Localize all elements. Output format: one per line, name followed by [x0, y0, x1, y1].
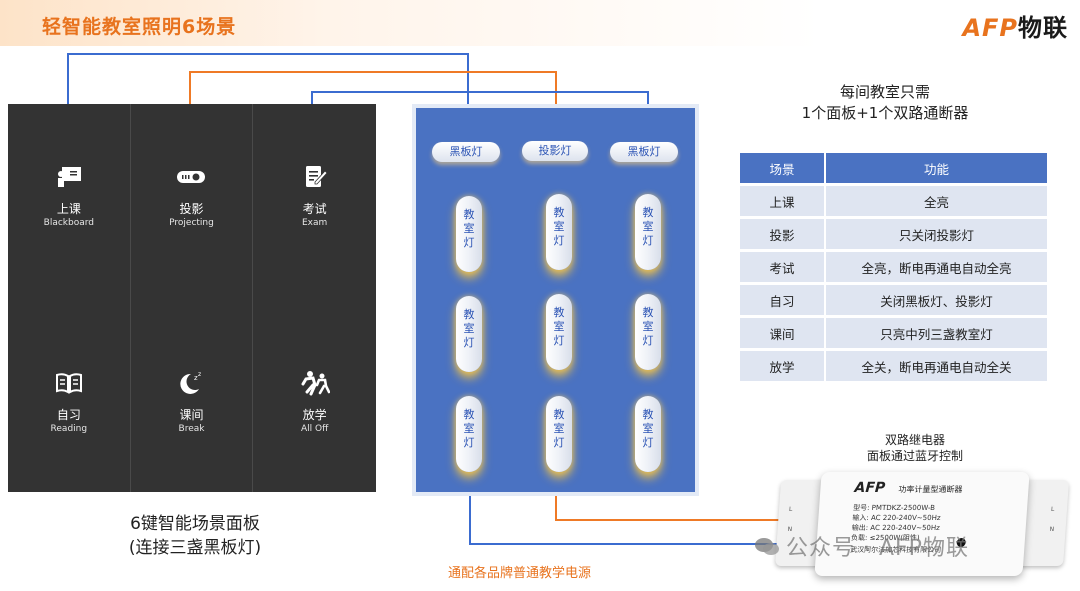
relay-input: 输入: AC 220-240V~50Hz: [852, 514, 941, 522]
key-label-cn: 上课: [56, 202, 81, 216]
key-label-cn: 考试: [302, 202, 327, 216]
table-header-scene: 场景: [740, 153, 826, 183]
table-cell-function: 只亮中列三盏教室灯: [826, 318, 1047, 348]
logo-mark: AFP: [962, 14, 1018, 42]
key-label-cn: 自习: [56, 408, 81, 422]
summary-line2: 1个面板+1个双路通断器: [801, 104, 969, 122]
table-cell-function: 只关闭投影灯: [826, 219, 1047, 249]
scene-switch-panel: 上课 Blackboard 投影 Projecting 考试 Exam 自习 R…: [8, 104, 376, 492]
table-cell-scene: 放学: [740, 351, 826, 381]
svg-text:z: z: [194, 374, 198, 382]
key-label-en: Blackboard: [43, 218, 94, 228]
table-cell-function: 全亮，断电再通电自动全亮: [826, 252, 1047, 282]
page-title: 轻智能教室照明6场景: [42, 16, 237, 38]
classroom-lamp: 教室灯: [456, 396, 482, 472]
relay-brand: AFP: [853, 480, 886, 496]
panel-caption-line2: (连接三盏黑板灯): [128, 538, 262, 558]
key-label-en: Exam: [302, 218, 328, 228]
key-exam[interactable]: 考试 Exam: [253, 104, 376, 298]
panel-caption-line1: 6键智能场景面板: [130, 514, 260, 534]
classroom-layout: 黑板灯 投影灯 黑板灯 教室灯 教室灯 教室灯 教室灯 教室灯 教室灯 教室灯 …: [412, 104, 699, 496]
classroom-lamp: 教室灯: [456, 196, 482, 272]
relay-name: 功率计量型通断器: [898, 485, 963, 494]
open-book-icon: [54, 368, 84, 398]
watermark: 公众号 · AFP物联: [754, 530, 969, 562]
key-label-cn: 课间: [179, 408, 204, 422]
relay-term-l: L: [788, 506, 793, 513]
panel-caption: 6键智能场景面板 (连接三盏黑板灯): [60, 512, 330, 560]
table-row: 课间只亮中列三盏教室灯: [740, 318, 1047, 348]
table-row: 投影只关闭投影灯: [740, 219, 1047, 249]
table-cell-scene: 考试: [740, 252, 826, 282]
table-cell-function: 全关，断电再通电自动全关: [826, 351, 1047, 381]
wire-blue-outer: [67, 53, 469, 104]
watermark-text: 公众号 · AFP物联: [786, 536, 969, 561]
table-cell-scene: 投影: [740, 219, 826, 249]
blackboard-teacher-icon: [54, 162, 84, 192]
blackboard-lamp-right: 黑板灯: [610, 142, 678, 162]
projector-icon: [176, 162, 206, 192]
table-cell-function: 关闭黑板灯、投影灯: [826, 285, 1047, 315]
summary-line1: 每间教室只需: [839, 83, 930, 101]
exam-paper-icon: [300, 162, 330, 192]
key-label-en: Reading: [50, 424, 88, 434]
classroom-lamp: 教室灯: [635, 396, 661, 472]
wire-orange-bottom: [555, 496, 812, 521]
relay-caption-line1: 双路继电器: [884, 433, 945, 447]
summary: 每间教室只需 1个面板+1个双路通断器: [760, 82, 1010, 124]
key-label-en: All Off: [301, 424, 329, 434]
classroom-lamp: 教室灯: [456, 296, 482, 372]
table-cell-scene: 自习: [740, 285, 826, 315]
projector-lamp: 投影灯: [522, 141, 588, 161]
classroom-lamp: 教室灯: [546, 194, 572, 270]
key-label-en: Projecting: [169, 218, 214, 228]
table-row: 考试全亮，断电再通电自动全亮: [740, 252, 1047, 282]
key-label-en: Break: [178, 424, 205, 434]
table-cell-scene: 课间: [740, 318, 826, 348]
relay-term-l: L: [1050, 506, 1055, 513]
relay-caption-line2: 面板通过蓝牙控制: [866, 449, 963, 463]
table-cell-function: 全亮: [826, 186, 1047, 216]
svg-text:z: z: [198, 371, 201, 378]
key-projecting[interactable]: 投影 Projecting: [131, 104, 254, 298]
key-reading[interactable]: 自习 Reading: [8, 298, 131, 492]
power-note: 通配各品牌普通教学电源: [448, 566, 592, 581]
table-cell-scene: 上课: [740, 186, 826, 216]
wire-blue-inner: [311, 91, 649, 104]
running-kids-icon: [300, 368, 330, 398]
classroom-lamp: 教室灯: [635, 294, 661, 370]
wechat-icon: [754, 537, 780, 557]
relay-caption: 双路继电器 面板通过蓝牙控制: [830, 432, 1000, 464]
key-all-off[interactable]: 放学 All Off: [253, 298, 376, 492]
key-label-cn: 放学: [302, 408, 327, 422]
classroom-lamp: 教室灯: [635, 194, 661, 270]
table-header-row: 场景 功能: [740, 153, 1047, 183]
table-row: 上课全亮: [740, 186, 1047, 216]
table-row: 自习关闭黑板灯、投影灯: [740, 285, 1047, 315]
wire-orange: [189, 71, 557, 104]
key-blackboard[interactable]: 上课 Blackboard: [8, 104, 131, 298]
relay-model: 型号: PMTDKZ-2500W-B: [852, 504, 936, 512]
logo-cn: 物联: [1018, 14, 1068, 42]
relay-term-n: N: [1049, 526, 1055, 533]
key-label-cn: 投影: [179, 202, 204, 216]
classroom-lamp: 教室灯: [546, 294, 572, 370]
brand-logo: AFP物联: [962, 8, 1068, 43]
blackboard-lamp-left: 黑板灯: [432, 142, 500, 162]
scene-table: 场景 功能 上课全亮 投影只关闭投影灯 考试全亮，断电再通电自动全亮 自习关闭黑…: [740, 150, 1047, 384]
table-row: 放学全关，断电再通电自动全关: [740, 351, 1047, 381]
classroom-lamp: 教室灯: [546, 396, 572, 472]
title-bar: 轻智能教室照明6场景: [0, 0, 820, 46]
table-header-function: 功能: [826, 153, 1047, 183]
